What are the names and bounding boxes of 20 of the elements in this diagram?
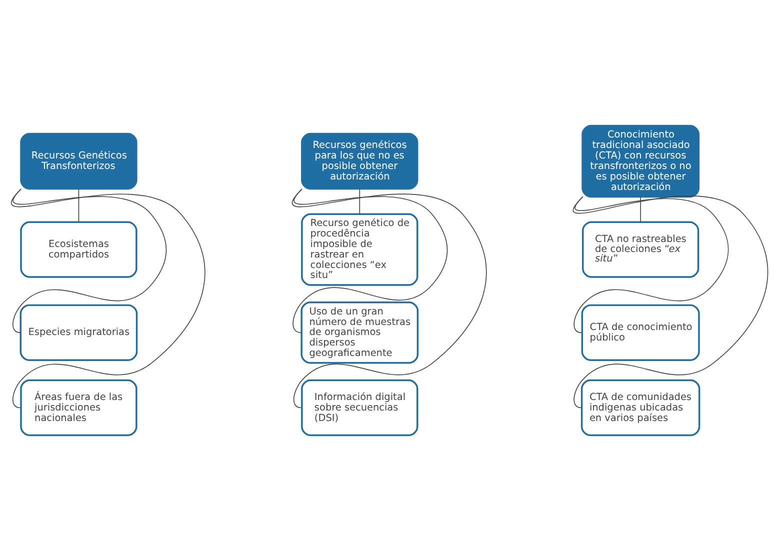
node-box: CTA no rastreables de coleciones “ex situ” <box>582 220 700 278</box>
connector <box>574 196 729 333</box>
connector <box>359 188 360 214</box>
connector <box>12 188 206 408</box>
connector <box>292 188 486 408</box>
connector <box>78 188 80 222</box>
node-box: Especies migratorias <box>20 304 138 360</box>
node-box: Recursos genéticos para los que no es posible obtener autorización <box>301 132 418 190</box>
node-box: CTA de conocimiento público <box>581 304 700 360</box>
node-box: Uso de un gran número de muestras de organismos dispersos geograficamente <box>300 301 419 364</box>
connector <box>12 188 167 333</box>
node-box: Áreas fuera de las jurisdicciones nacionales <box>20 378 138 436</box>
node-box: Ecosistemas compartidos <box>20 220 138 278</box>
node-box: Recursos Genéticos Transfonterizos <box>20 132 138 190</box>
node-box: Información digital sobre secuencias (DSI) <box>301 378 418 436</box>
node-box: Conocimiento tradicional asociado (CTA) con recursos transfronterizos o no es posible obtener autorización <box>582 124 700 198</box>
node-box: Recurso genético de procedência imposible de rastrear en colecciones “ex situ” <box>301 212 418 286</box>
connector <box>640 196 641 222</box>
node-box: CTA de comunidades indigenas ubicadas en varios países <box>580 378 700 436</box>
connector <box>292 188 448 333</box>
